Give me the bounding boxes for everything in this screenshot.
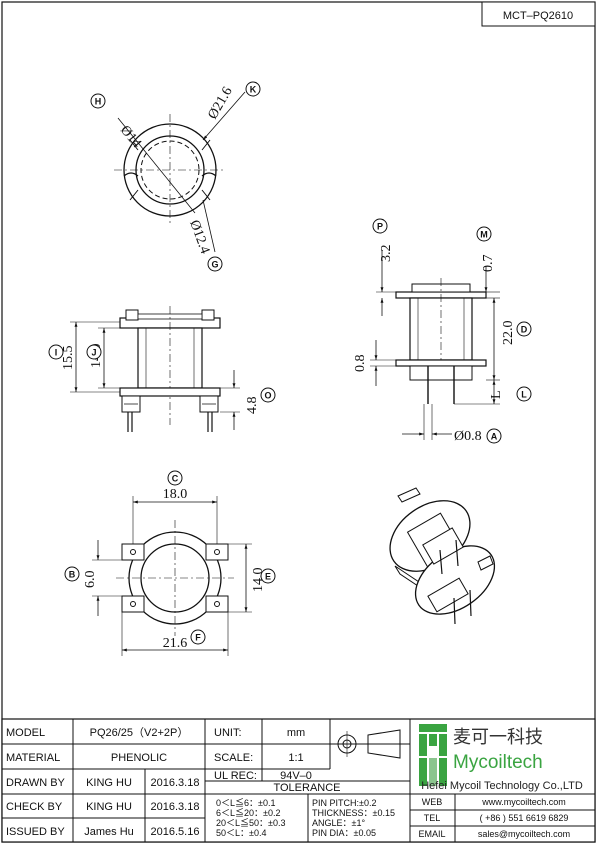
web-label: WEB	[422, 797, 443, 807]
dim-side-l: L	[489, 390, 504, 399]
unit-label: UNIT:	[214, 727, 242, 739]
tag-p: P	[377, 222, 383, 232]
dim-bottom-f: 21.6	[163, 636, 188, 651]
drawn-name: KING HU	[86, 777, 132, 789]
material-value: PHENOLIC	[111, 752, 167, 764]
tel-value: ( +86 ) 551 6619 6829	[480, 813, 569, 823]
tol-4: 50＜L：±0.4	[216, 828, 266, 838]
drawing-number-box: MCT–PQ2610	[481, 1, 596, 27]
check-name: KING HU	[86, 801, 132, 813]
logo-en: Mycoiltech	[453, 752, 543, 773]
dim-front-i: 15.5	[61, 346, 76, 371]
tag-b: B	[69, 570, 76, 580]
tel-label: TEL	[424, 813, 441, 823]
tol-1: 0＜L≦6：±0.1	[216, 797, 275, 808]
tol-5: PIN PITCH:±0.2	[312, 798, 376, 808]
tag-m: M	[480, 230, 488, 240]
bottom-view: 18.0 C 6.0 B 14.0 E 21.6 F	[64, 470, 276, 656]
top-view: Ø14 Ø21.6 Ø12.4 H K G	[90, 81, 261, 272]
unit-value: mm	[287, 727, 305, 739]
model-value: PQ26/25（V2+2P）	[90, 726, 189, 739]
dim-side-m: 0.7	[481, 255, 496, 273]
tag-o: O	[264, 391, 271, 401]
check-date: 2016.3.18	[151, 801, 200, 813]
projection-symbol	[334, 729, 404, 759]
scale-label: SCALE:	[214, 752, 253, 764]
tag-i: I	[55, 348, 58, 358]
dim-top-h: Ø14	[117, 123, 144, 151]
tol-8: PIN DIA：±0.05	[312, 828, 376, 838]
model-label: MODEL	[6, 727, 45, 739]
tag-l: L	[521, 390, 527, 400]
dim-front-o: 4.8	[245, 397, 260, 415]
tol-7: ANGLE：±1°	[312, 818, 365, 828]
title-block: MODEL PQ26/25（V2+2P） MATERIAL PHENOLIC D…	[1, 718, 596, 843]
dim-side-a: Ø0.8	[454, 429, 482, 444]
scale-value: 1:1	[288, 752, 303, 764]
tag-h: H	[95, 97, 102, 107]
tag-f: F	[195, 633, 201, 643]
tag-g: G	[211, 260, 218, 270]
issued-name: James Hu	[84, 826, 134, 838]
material-label: MATERIAL	[6, 752, 60, 764]
dim-top-k: Ø21.6	[205, 85, 235, 122]
dim-bottom-b: 6.0	[83, 571, 98, 589]
company-name: Hefei Mycoil Technology Co.,LTD	[421, 780, 583, 792]
ul-value: 94V–0	[280, 770, 312, 782]
tol-2: 6＜L≦20：±0.2	[216, 807, 280, 818]
tag-a: A	[491, 432, 498, 442]
tag-k: K	[250, 85, 257, 95]
company-logo: 麦可一科技 Mycoiltech Hefei Mycoil Technology…	[419, 724, 583, 792]
isometric-view	[389, 487, 496, 625]
tag-j: J	[91, 348, 96, 358]
tol-3: 20＜L≦50：±0.3	[216, 817, 285, 828]
drawn-date: 2016.3.18	[151, 777, 200, 789]
issued-label: ISSUED BY	[6, 826, 65, 838]
ul-label: UL REC:	[214, 770, 257, 782]
side-view: 3.2 P 0.7 M 22.0 D 0.8 L L Ø0.8 A	[353, 218, 532, 444]
web-value: www.mycoiltech.com	[481, 797, 566, 807]
front-view: 15.5 14.0 I J 4.8 O	[48, 306, 276, 432]
issued-date: 2016.5.16	[151, 826, 200, 838]
tag-e: E	[265, 572, 271, 582]
dim-bottom-c: 18.0	[163, 487, 188, 502]
dim-side-08: 0.8	[353, 355, 368, 373]
tag-d: D	[521, 325, 528, 335]
check-label: CHECK BY	[6, 801, 63, 813]
logo-cn: 麦可一科技	[453, 727, 543, 748]
email-label: EMAIL	[418, 829, 445, 839]
drawing-number: MCT–PQ2610	[503, 10, 573, 22]
tolerance-label: TOLERANCE	[273, 782, 340, 794]
drawn-label: DRAWN BY	[6, 777, 66, 789]
dim-side-p: 3.2	[379, 245, 394, 263]
email-value: sales@mycoiltech.com	[478, 829, 570, 839]
tag-c: C	[172, 474, 179, 484]
tol-6: THICKNESS：±0.15	[312, 808, 395, 818]
dim-side-d: 22.0	[501, 321, 516, 346]
